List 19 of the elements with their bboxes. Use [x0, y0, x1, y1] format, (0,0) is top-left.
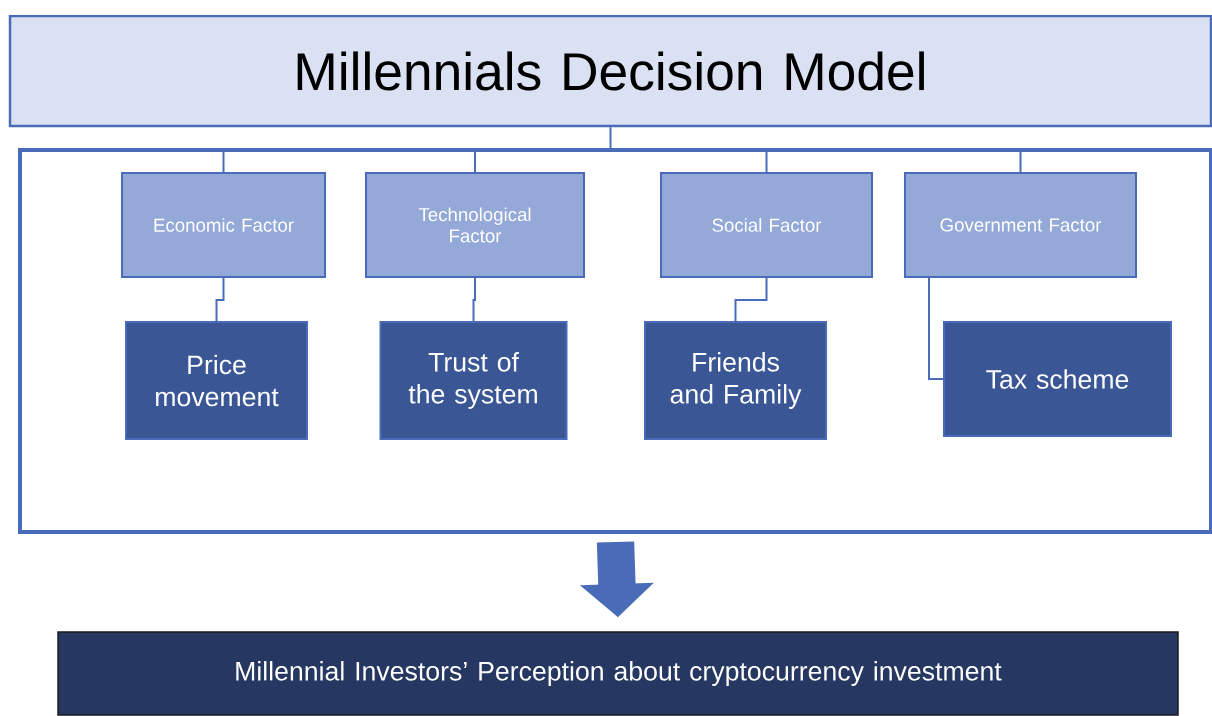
factor-box: Government Factor: [904, 172, 1137, 278]
connector-line: [472, 277, 476, 322]
detail-box: Tax scheme: [943, 321, 1172, 437]
connector-line: [1019, 147, 1022, 173]
factor-box: Economic Factor: [121, 172, 326, 278]
connector-line: [765, 147, 768, 173]
connector-line: [474, 147, 476, 173]
factor-box: Social Factor: [660, 172, 873, 278]
connector-line: [222, 147, 225, 173]
connector-line: [734, 277, 768, 322]
connector-line: [215, 277, 225, 322]
result-box: Millennial Investors’ Perception about cryptocurrency investment: [57, 631, 1179, 716]
connector-line: [928, 277, 944, 380]
connector-line: [609, 126, 612, 149]
factor-box: Technological Factor: [365, 172, 585, 278]
detail-box: Friends and Family: [644, 321, 827, 440]
title-box: Millennials Decision Model: [8, 14, 1212, 128]
detail-box: Trust of the system: [379, 321, 568, 440]
detail-box: Price movement: [125, 321, 308, 440]
